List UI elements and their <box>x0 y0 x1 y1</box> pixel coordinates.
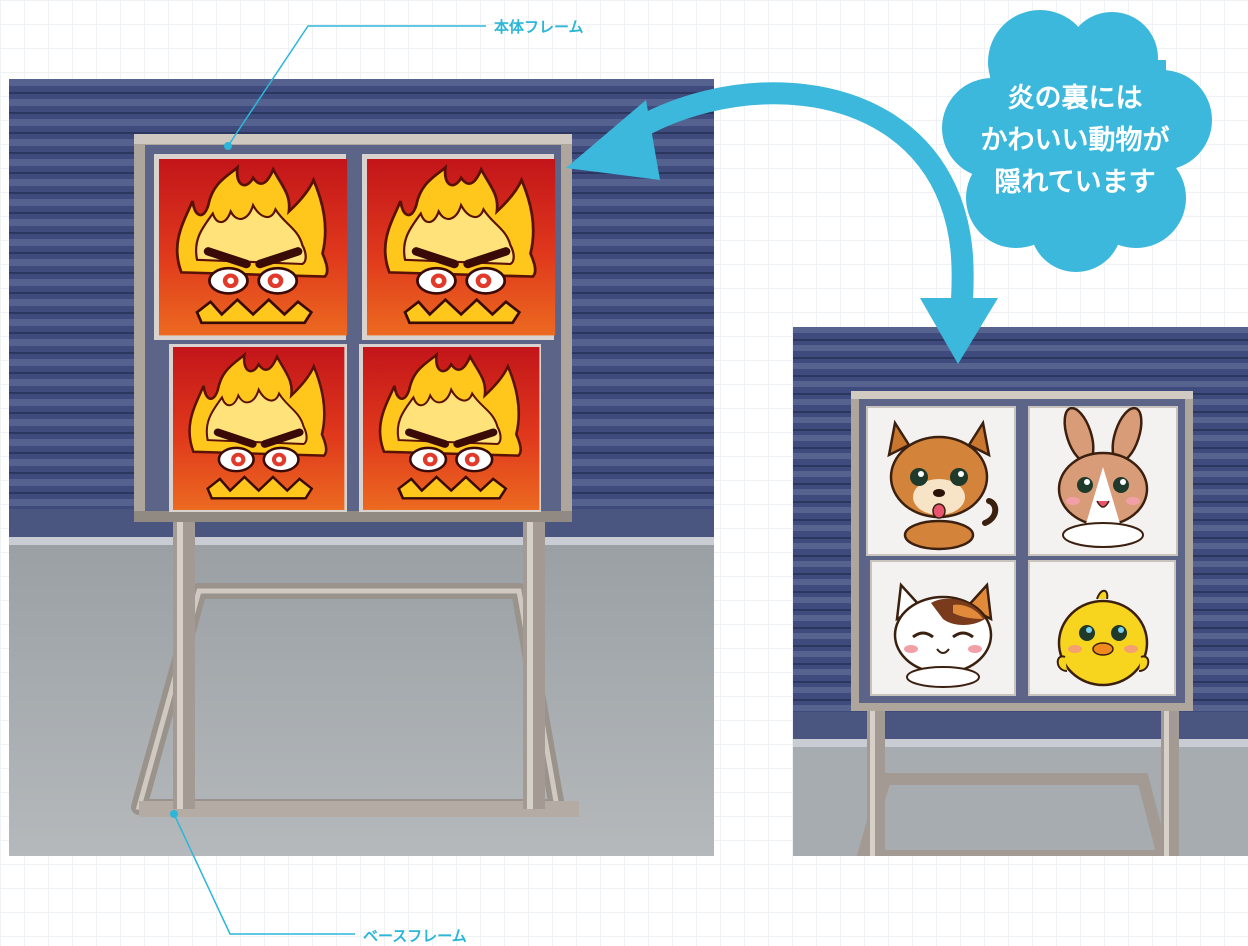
callout-text: 炎の裏には かわいい動物が 隠れています <box>950 78 1200 204</box>
flame-stand-illustration <box>9 79 714 856</box>
speech-cloud <box>942 10 1212 272</box>
callout-line-3: 隠れています <box>994 167 1156 198</box>
chick-icon <box>1056 589 1150 687</box>
callout-line-2: かわいい動物が <box>980 125 1170 156</box>
animal-stand-illustration <box>793 327 1248 856</box>
flame-stand-photo <box>9 79 714 856</box>
animal-stand-photo <box>793 327 1248 856</box>
cat-icon <box>893 582 993 688</box>
main-frame-label: 本体フレーム <box>494 18 584 36</box>
dog-icon <box>887 419 999 551</box>
callout-line-1: 炎の裏には <box>1007 83 1143 114</box>
base-frame-label: ベースフレーム <box>363 927 467 945</box>
rabbit-icon <box>1057 406 1149 548</box>
